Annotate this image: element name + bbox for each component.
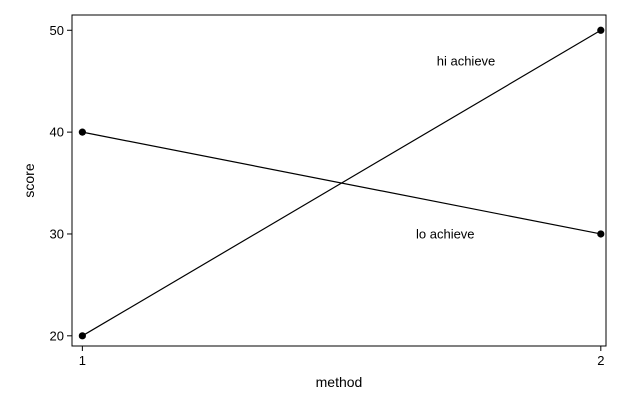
- series-layer: [78, 26, 605, 340]
- y-tick-label: 50: [50, 23, 64, 38]
- data-point: [78, 332, 86, 340]
- y-tick-label: 20: [50, 328, 64, 343]
- x-tick-label: 2: [597, 353, 604, 368]
- y-tick-label: 30: [50, 226, 64, 241]
- y-axis: 20 30 40 50: [50, 23, 72, 343]
- data-point: [78, 128, 86, 136]
- data-point: [597, 230, 605, 238]
- plot-frame: [71, 14, 607, 347]
- annotation-label: lo achieve: [416, 226, 475, 241]
- x-axis-title: method: [316, 374, 363, 390]
- x-tick-label: 1: [79, 353, 86, 368]
- y-axis-title: score: [21, 163, 37, 197]
- annotation-layer: hi achieve lo achieve: [416, 53, 495, 241]
- annotation-label: hi achieve: [437, 53, 496, 68]
- data-point: [597, 26, 605, 34]
- y-tick-label: 40: [50, 125, 64, 140]
- series-line-2: [82, 29, 602, 337]
